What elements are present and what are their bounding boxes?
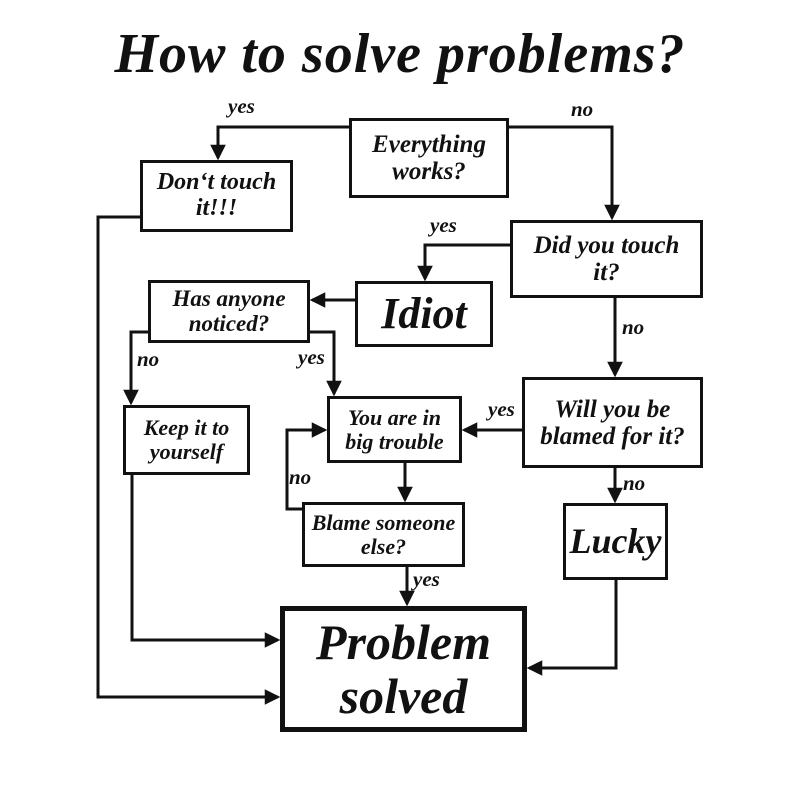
- node-label: Don‘t touch it!!!: [156, 169, 277, 221]
- node-label: Blame someone else?: [311, 509, 456, 559]
- edge-label-everything-no: no: [571, 97, 594, 121]
- node-blame-someone-else: Blame someone else?: [302, 502, 465, 567]
- page-title: How to solve problems?: [114, 23, 686, 85]
- node-label: Will you be blamed for it?: [540, 395, 685, 450]
- edge-everything-yes-to-dont-touch: [210, 125, 349, 161]
- node-label: Did you touch it?: [533, 232, 680, 286]
- node-did-you-touch-it: Did you touch it?: [510, 220, 703, 298]
- node-label: Everything works?: [372, 131, 486, 185]
- node-has-anyone-noticed: Has anyone noticed?: [148, 280, 310, 343]
- edge-label-noticed-no: no: [137, 347, 160, 371]
- node-idiot: Idiot: [355, 281, 493, 347]
- node-will-you-be-blamed: Will you be blamed for it?: [522, 377, 703, 468]
- node-you-are-in-big-trouble: You are in big trouble: [327, 396, 462, 463]
- edge-dont-touch-to-solved: [96, 215, 281, 705]
- node-label: Has anyone noticed?: [172, 285, 286, 336]
- edge-label-noticed-yes: yes: [298, 345, 325, 369]
- edge-has-anyone-no-to-keep-it: [123, 330, 148, 406]
- edge-label-everything-yes: yes: [228, 94, 255, 118]
- node-lucky: Lucky: [563, 503, 668, 580]
- node-problem-solved: Problem solved: [280, 606, 527, 732]
- edge-label-did-touch-no: no: [622, 315, 645, 339]
- edge-keep-it-to-solved: [130, 475, 281, 648]
- node-label: Keep it to yourself: [143, 415, 230, 464]
- edge-did-you-touch-yes-to-idiot: [417, 243, 510, 282]
- node-label: Problem solved: [316, 614, 491, 724]
- edge-label-blamed-yes: yes: [488, 397, 515, 421]
- edge-label-blame-else-no: no: [289, 465, 312, 489]
- node-keep-it-to-yourself: Keep it to yourself: [123, 405, 250, 475]
- node-label: Lucky: [569, 521, 662, 562]
- node-label: Idiot: [381, 289, 467, 339]
- edge-label-did-touch-yes: yes: [430, 213, 457, 237]
- edge-blame-someone-no-loop: [285, 422, 328, 511]
- edge-label-blamed-no: no: [623, 471, 646, 495]
- node-label: You are in big trouble: [345, 404, 444, 454]
- edge-everything-no-to-did-you-touch: [508, 125, 620, 221]
- edge-lucky-to-solved: [526, 580, 618, 676]
- node-dont-touch-it: Don‘t touch it!!!: [140, 160, 293, 232]
- edge-has-anyone-yes-to-big-trouble: [310, 330, 342, 397]
- node-everything-works: Everything works?: [349, 118, 509, 198]
- edge-label-blame-else-yes: yes: [413, 567, 440, 591]
